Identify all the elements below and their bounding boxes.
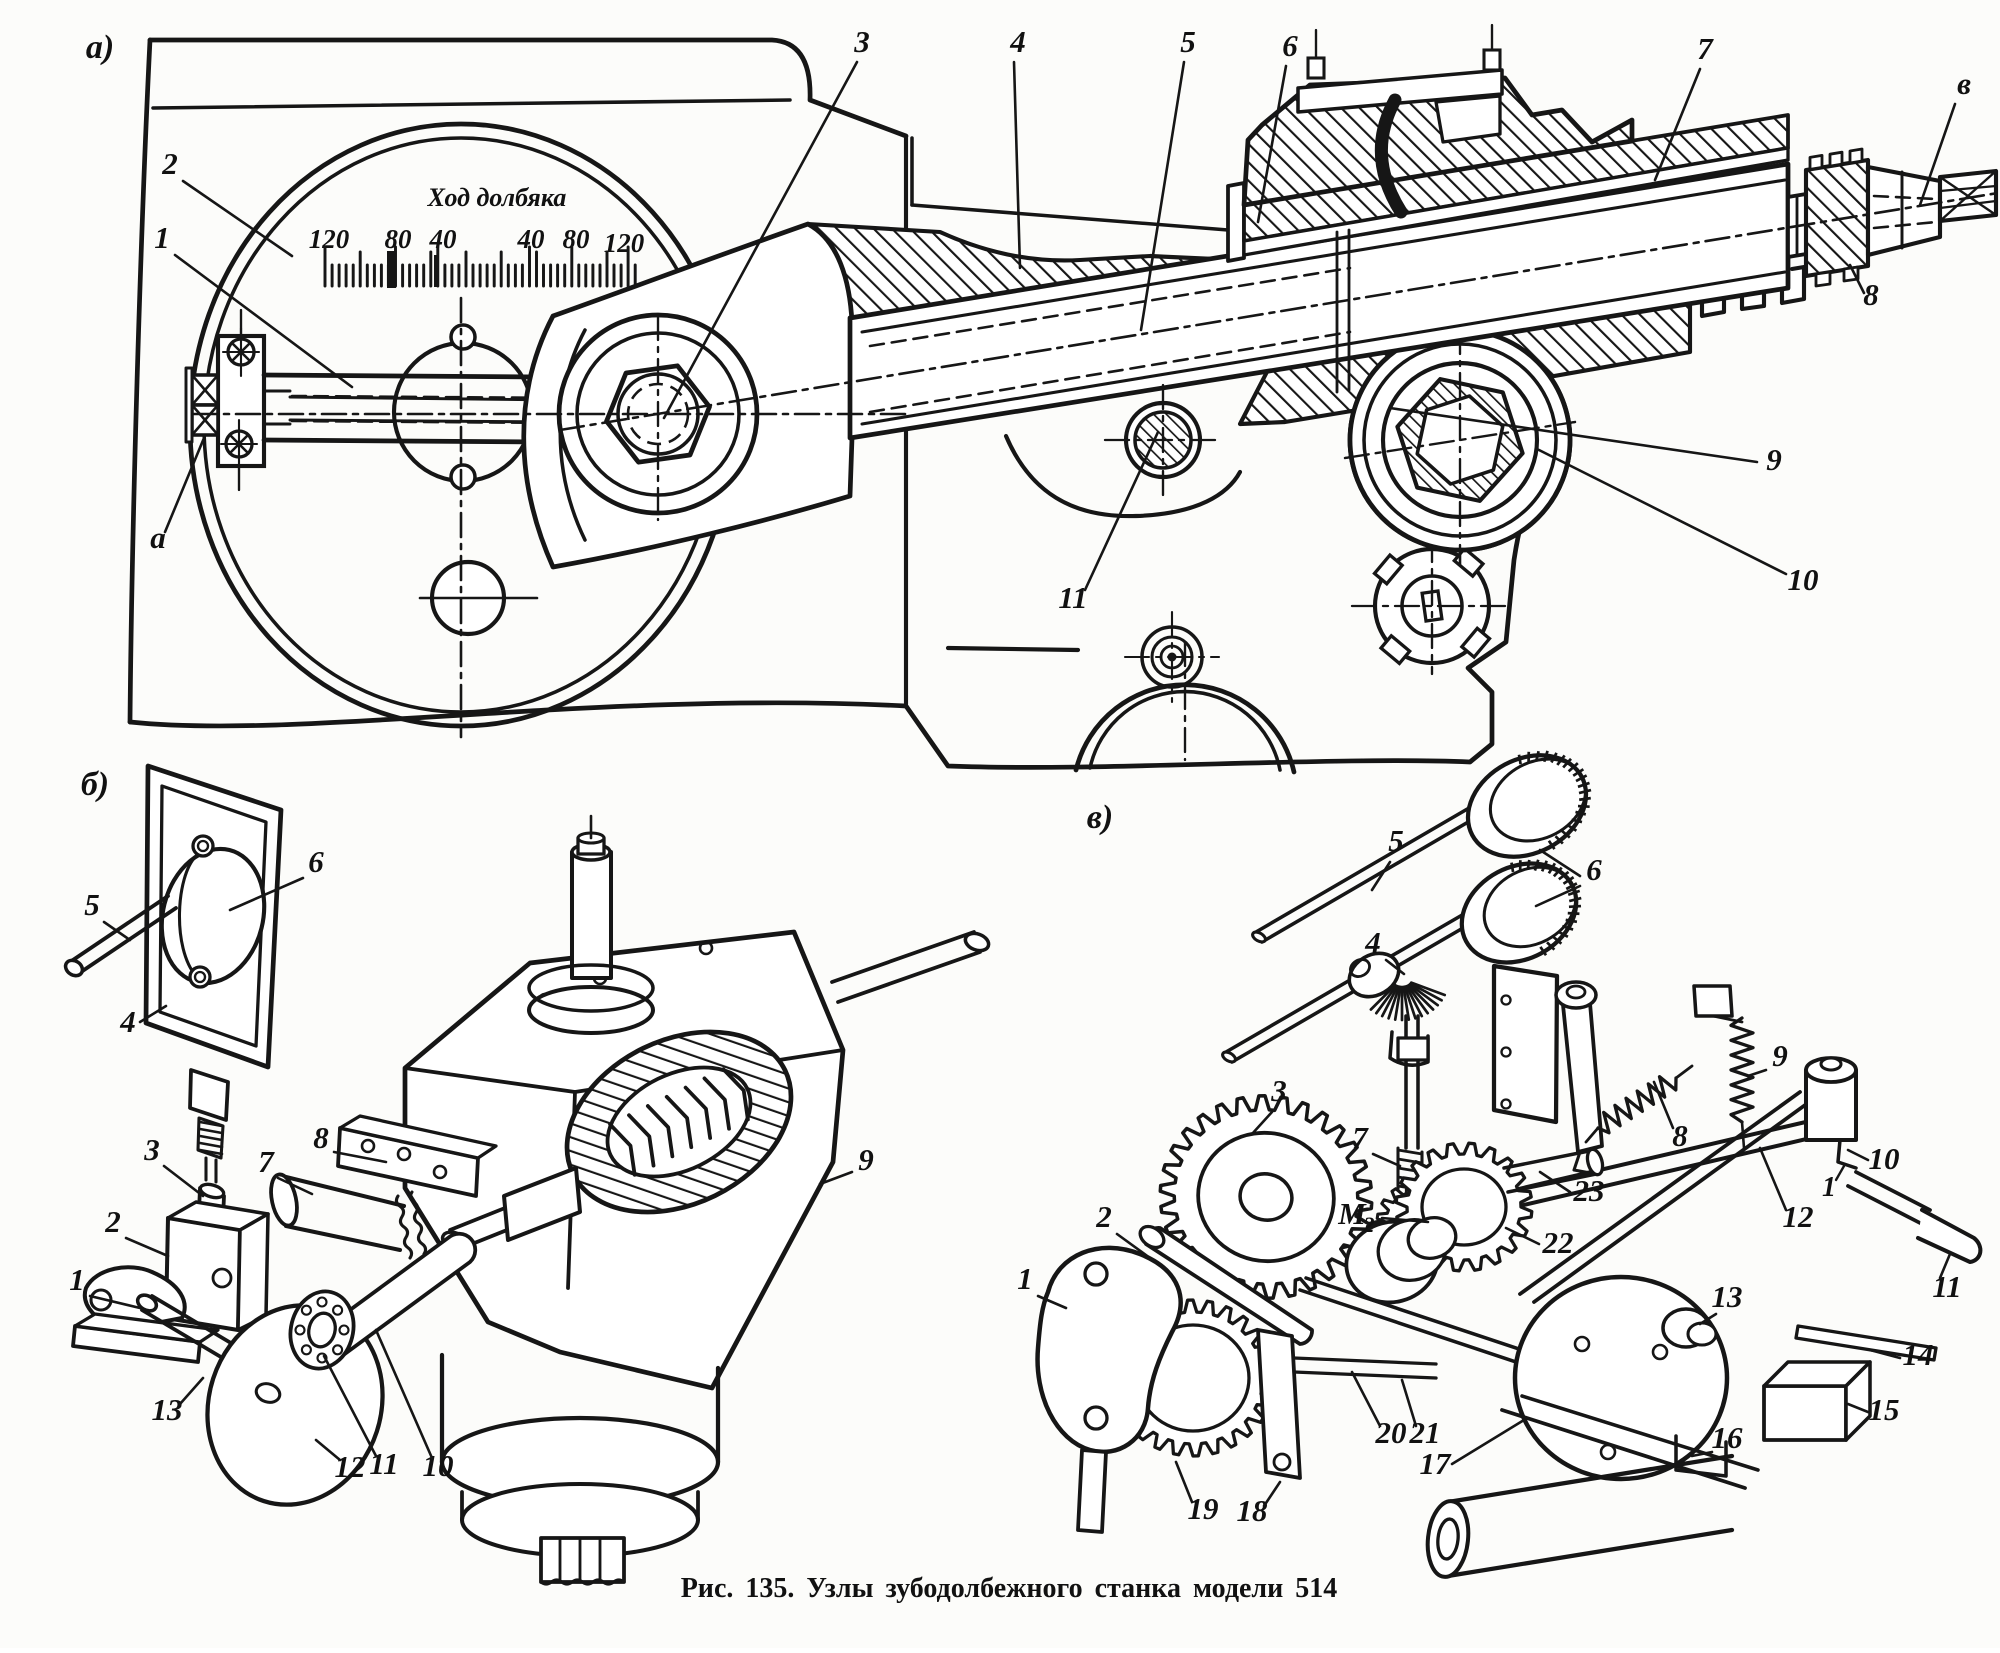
- svg-text:2: 2: [1363, 1212, 1375, 1237]
- svg-text:15: 15: [1869, 1392, 1900, 1427]
- svg-text:в: в: [1957, 66, 1971, 101]
- svg-text:10: 10: [423, 1448, 454, 1483]
- svg-text:12: 12: [1783, 1199, 1814, 1234]
- svg-text:4: 4: [1364, 925, 1381, 960]
- svg-text:а): а): [86, 29, 114, 66]
- svg-text:9: 9: [1766, 442, 1782, 477]
- svg-text:40: 40: [429, 224, 458, 254]
- svg-text:22: 22: [1542, 1225, 1574, 1260]
- svg-text:10: 10: [1869, 1141, 1900, 1176]
- svg-text:18: 18: [1237, 1493, 1269, 1528]
- svg-text:8: 8: [313, 1120, 329, 1155]
- svg-text:Ход долбяка: Ход долбяка: [427, 183, 567, 212]
- svg-text:Рис. 135. Узлы зубодолбежного: Рис. 135. Узлы зубодолбежного станка мод…: [681, 1573, 1338, 1604]
- svg-text:20: 20: [1375, 1415, 1407, 1450]
- svg-text:2: 2: [104, 1204, 121, 1239]
- svg-text:9: 9: [1772, 1038, 1788, 1073]
- svg-text:7: 7: [1697, 31, 1714, 66]
- svg-text:5: 5: [1388, 823, 1404, 858]
- svg-text:1: 1: [69, 1262, 85, 1297]
- svg-text:7: 7: [1352, 1120, 1369, 1155]
- svg-text:13: 13: [152, 1392, 183, 1427]
- svg-text:19: 19: [1188, 1491, 1219, 1526]
- svg-text:6: 6: [1282, 28, 1298, 63]
- svg-text:5: 5: [84, 887, 100, 922]
- svg-text:2: 2: [161, 146, 178, 181]
- svg-text:3: 3: [853, 24, 870, 59]
- svg-text:13: 13: [1712, 1279, 1743, 1314]
- svg-text:1: 1: [154, 220, 170, 255]
- svg-text:80: 80: [563, 224, 591, 254]
- svg-text:14: 14: [1903, 1337, 1934, 1372]
- svg-text:1: 1: [1017, 1261, 1033, 1296]
- svg-text:8: 8: [1863, 277, 1879, 312]
- svg-text:в): в): [1087, 799, 1114, 836]
- svg-text:8: 8: [1672, 1118, 1688, 1153]
- svg-text:12: 12: [335, 1449, 366, 1484]
- svg-text:6: 6: [308, 844, 324, 879]
- svg-text:М: М: [1337, 1196, 1367, 1231]
- svg-text:а: а: [150, 520, 166, 555]
- svg-text:6: 6: [1586, 852, 1602, 887]
- svg-text:2: 2: [1095, 1199, 1112, 1234]
- svg-text:120: 120: [604, 228, 645, 258]
- svg-text:120: 120: [309, 224, 350, 254]
- svg-text:9: 9: [858, 1142, 874, 1177]
- svg-text:3: 3: [143, 1132, 160, 1167]
- svg-text:23: 23: [1573, 1173, 1605, 1208]
- svg-text:17: 17: [1420, 1446, 1453, 1481]
- svg-text:16: 16: [1712, 1420, 1744, 1455]
- svg-text:5: 5: [1180, 24, 1196, 59]
- svg-text:10: 10: [1788, 562, 1819, 597]
- svg-text:3: 3: [1270, 1073, 1287, 1108]
- svg-text:б): б): [81, 766, 109, 803]
- svg-text:11: 11: [1932, 1269, 1961, 1304]
- svg-text:1: 1: [1822, 1172, 1836, 1203]
- svg-text:4: 4: [119, 1004, 136, 1039]
- svg-text:80: 80: [385, 224, 413, 254]
- svg-text:11: 11: [1058, 580, 1087, 615]
- svg-text:4: 4: [1009, 24, 1026, 59]
- svg-text:7: 7: [258, 1144, 275, 1179]
